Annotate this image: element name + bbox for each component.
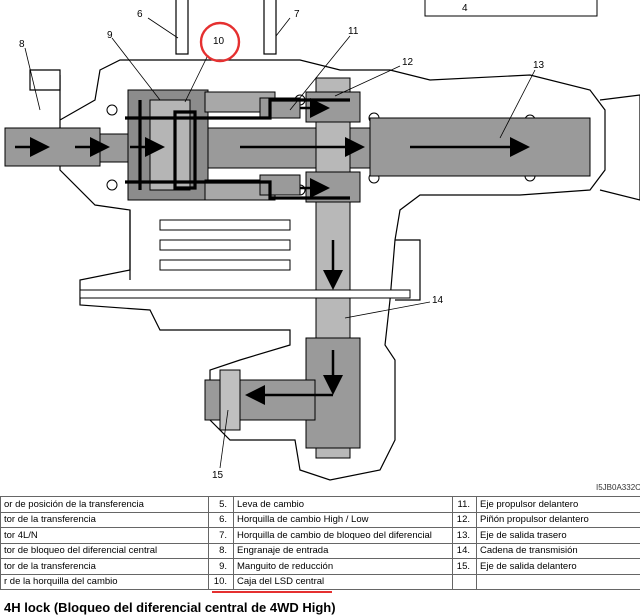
legend-text: r de la horquilla del cambio: [1, 574, 209, 590]
legend-number: 8.: [209, 543, 234, 559]
callout-7: 7: [294, 9, 300, 20]
legend-text: Eje propulsor delantero: [477, 497, 640, 513]
legend-text: Piñón propulsor delantero: [477, 512, 640, 528]
top-right-box: [425, 0, 597, 16]
legend-text: Eje de salida delantero: [477, 559, 640, 575]
legend-number: 5.: [209, 497, 234, 513]
callout-9: 9: [107, 30, 113, 41]
front-output-shaft: [205, 370, 315, 430]
legend-number: 7.: [209, 528, 234, 544]
callout-8: 8: [19, 39, 25, 50]
legend-text: Cadena de transmisión: [477, 543, 640, 559]
legend-number: [453, 574, 477, 590]
legend-text: or de posición de la transferencia: [1, 497, 209, 513]
legend-number: 14.: [453, 543, 477, 559]
legend-text: Horquilla de cambio de bloqueo del difer…: [234, 528, 453, 544]
legend-text: tor de la transferencia: [1, 512, 209, 528]
callout-6: 6: [137, 9, 143, 20]
callout-10: 10: [213, 36, 225, 47]
legend-text: Leva de cambio: [234, 497, 453, 513]
legend-text: Engranaje de entrada: [234, 543, 453, 559]
image-code: I5JB0A332C: [596, 483, 640, 492]
callout-13: 13: [533, 60, 545, 71]
legend-number: 6.: [209, 512, 234, 528]
legend-number: 13.: [453, 528, 477, 544]
transfer-case-diagram: 6 7 8 9 10 11 12 13 14 15 4: [0, 0, 640, 496]
callout-15: 15: [212, 470, 224, 481]
shift-rods: [176, 0, 276, 54]
legend-text: Horquilla de cambio High / Low: [234, 512, 453, 528]
legend-number: 9.: [209, 559, 234, 575]
legend-number: 10.: [209, 574, 234, 590]
legend-text: tor 4L/N: [1, 528, 209, 544]
callout-4: 4: [462, 3, 468, 14]
legend-number: 11.: [453, 497, 477, 513]
legend-text: Eje de salida trasero: [477, 528, 640, 544]
callout-14: 14: [432, 295, 444, 306]
legend-text: Manguito de reducción: [234, 559, 453, 575]
legend-number: 12.: [453, 512, 477, 528]
legend-text: tor de bloqueo del diferencial central: [1, 543, 209, 559]
legend-text: tor de la transferencia: [1, 559, 209, 575]
callout-11: 11: [348, 26, 359, 37]
legend-text: Caja del LSD central: [234, 574, 453, 590]
callout-12: 12: [402, 57, 414, 68]
legend-text: [477, 574, 640, 590]
highlight-underline: [212, 591, 332, 593]
legend-number: 15.: [453, 559, 477, 575]
